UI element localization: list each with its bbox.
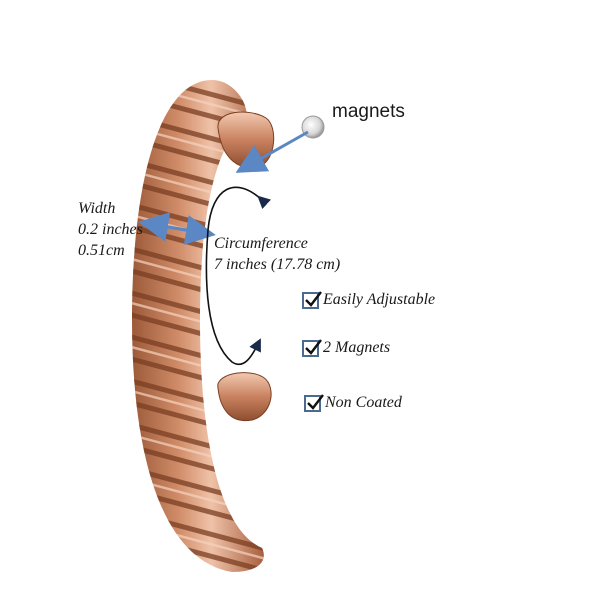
width-callout: Width 0.2 inches 0.51cm (78, 198, 143, 261)
circumference-value: 7 inches (17.78 cm) (214, 256, 341, 273)
width-arrow (138, 212, 216, 245)
magnet-pointer-arrow (235, 130, 309, 173)
checkbox-icon (304, 393, 324, 412)
width-cm: 0.51cm (78, 242, 125, 259)
feature-label: Easily Adjustable (323, 291, 436, 308)
feature-non-coated: Non Coated (304, 393, 402, 412)
circumference-title: Circumference (214, 235, 308, 252)
width-title: Width (78, 200, 116, 217)
circumference-arc (205, 186, 272, 366)
top-end-cap (217, 111, 275, 168)
bottom-end-cap (217, 372, 272, 422)
feature-easily-adjustable: Easily Adjustable (302, 290, 436, 309)
feature-2-magnets: 2 Magnets (302, 338, 391, 357)
checkbox-icon (302, 338, 322, 357)
circumference-callout: Circumference 7 inches (17.78 cm) (214, 233, 340, 275)
width-inches: 0.2 inches (78, 221, 143, 238)
feature-label: 2 Magnets (323, 339, 391, 356)
feature-label: Non Coated (325, 394, 402, 411)
magnets-label: magnets (332, 101, 405, 122)
checkbox-icon (302, 290, 322, 309)
